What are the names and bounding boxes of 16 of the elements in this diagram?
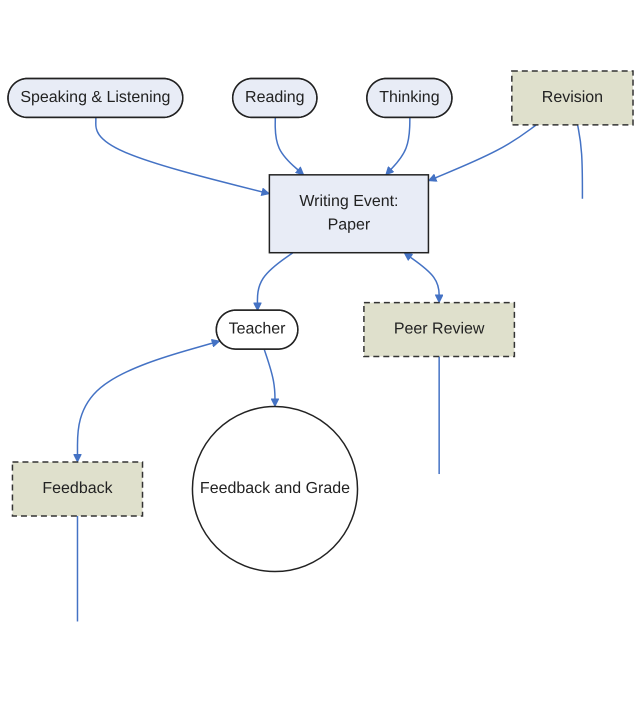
arrow [73,339,220,463]
node-box: Writing Event: Paper [268,174,430,254]
arrow [404,252,444,304]
node-box: Revision [511,70,634,126]
arrow [95,118,270,196]
connector [438,356,440,474]
connector [76,516,78,622]
arrow [253,252,294,312]
connector [576,125,584,200]
arrow [428,124,537,182]
arrow [385,118,411,176]
node-circle: Feedback and Grade [192,406,358,573]
node-box: Feedback [12,462,144,517]
node-box: Peer Review [363,302,516,358]
arrow [274,118,304,176]
arrow [264,350,280,408]
